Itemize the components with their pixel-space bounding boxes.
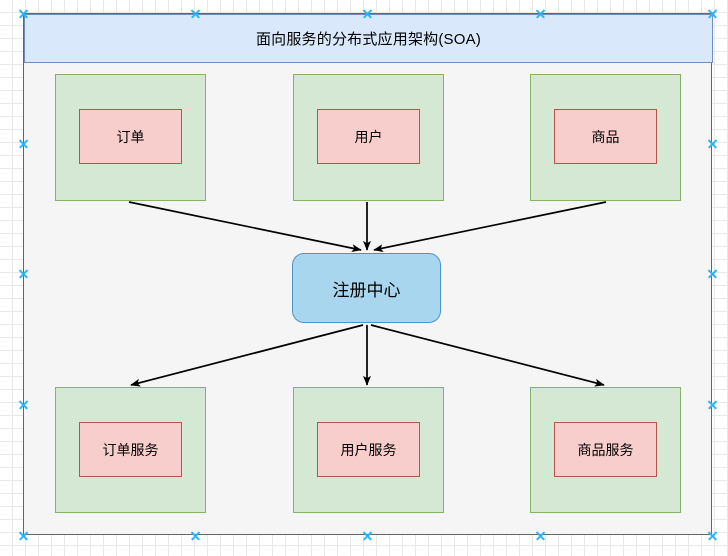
node-user-label: 用户 (354, 128, 383, 145)
node-registry-center-label: 注册中心 (332, 280, 401, 300)
node-order-label: 订单 (116, 128, 145, 145)
node-user-service[interactable]: 用户服务 (317, 422, 420, 477)
node-product-label: 商品 (591, 128, 620, 145)
node-order-service-label: 订单服务 (102, 441, 159, 458)
node-order[interactable]: 订单 (79, 109, 182, 164)
node-product[interactable]: 商品 (554, 109, 657, 164)
node-registry-center[interactable]: 注册中心 (292, 253, 441, 323)
page-title: 面向服务的分布式应用架构(SOA) (255, 31, 482, 48)
node-user[interactable]: 用户 (317, 109, 420, 164)
diagram-title-bar[interactable]: 面向服务的分布式应用架构(SOA) (24, 14, 713, 63)
node-product-service[interactable]: 商品服务 (554, 422, 657, 477)
node-user-service-label: 用户服务 (340, 441, 397, 458)
node-product-service-label: 商品服务 (577, 441, 634, 458)
node-order-service[interactable]: 订单服务 (79, 422, 182, 477)
